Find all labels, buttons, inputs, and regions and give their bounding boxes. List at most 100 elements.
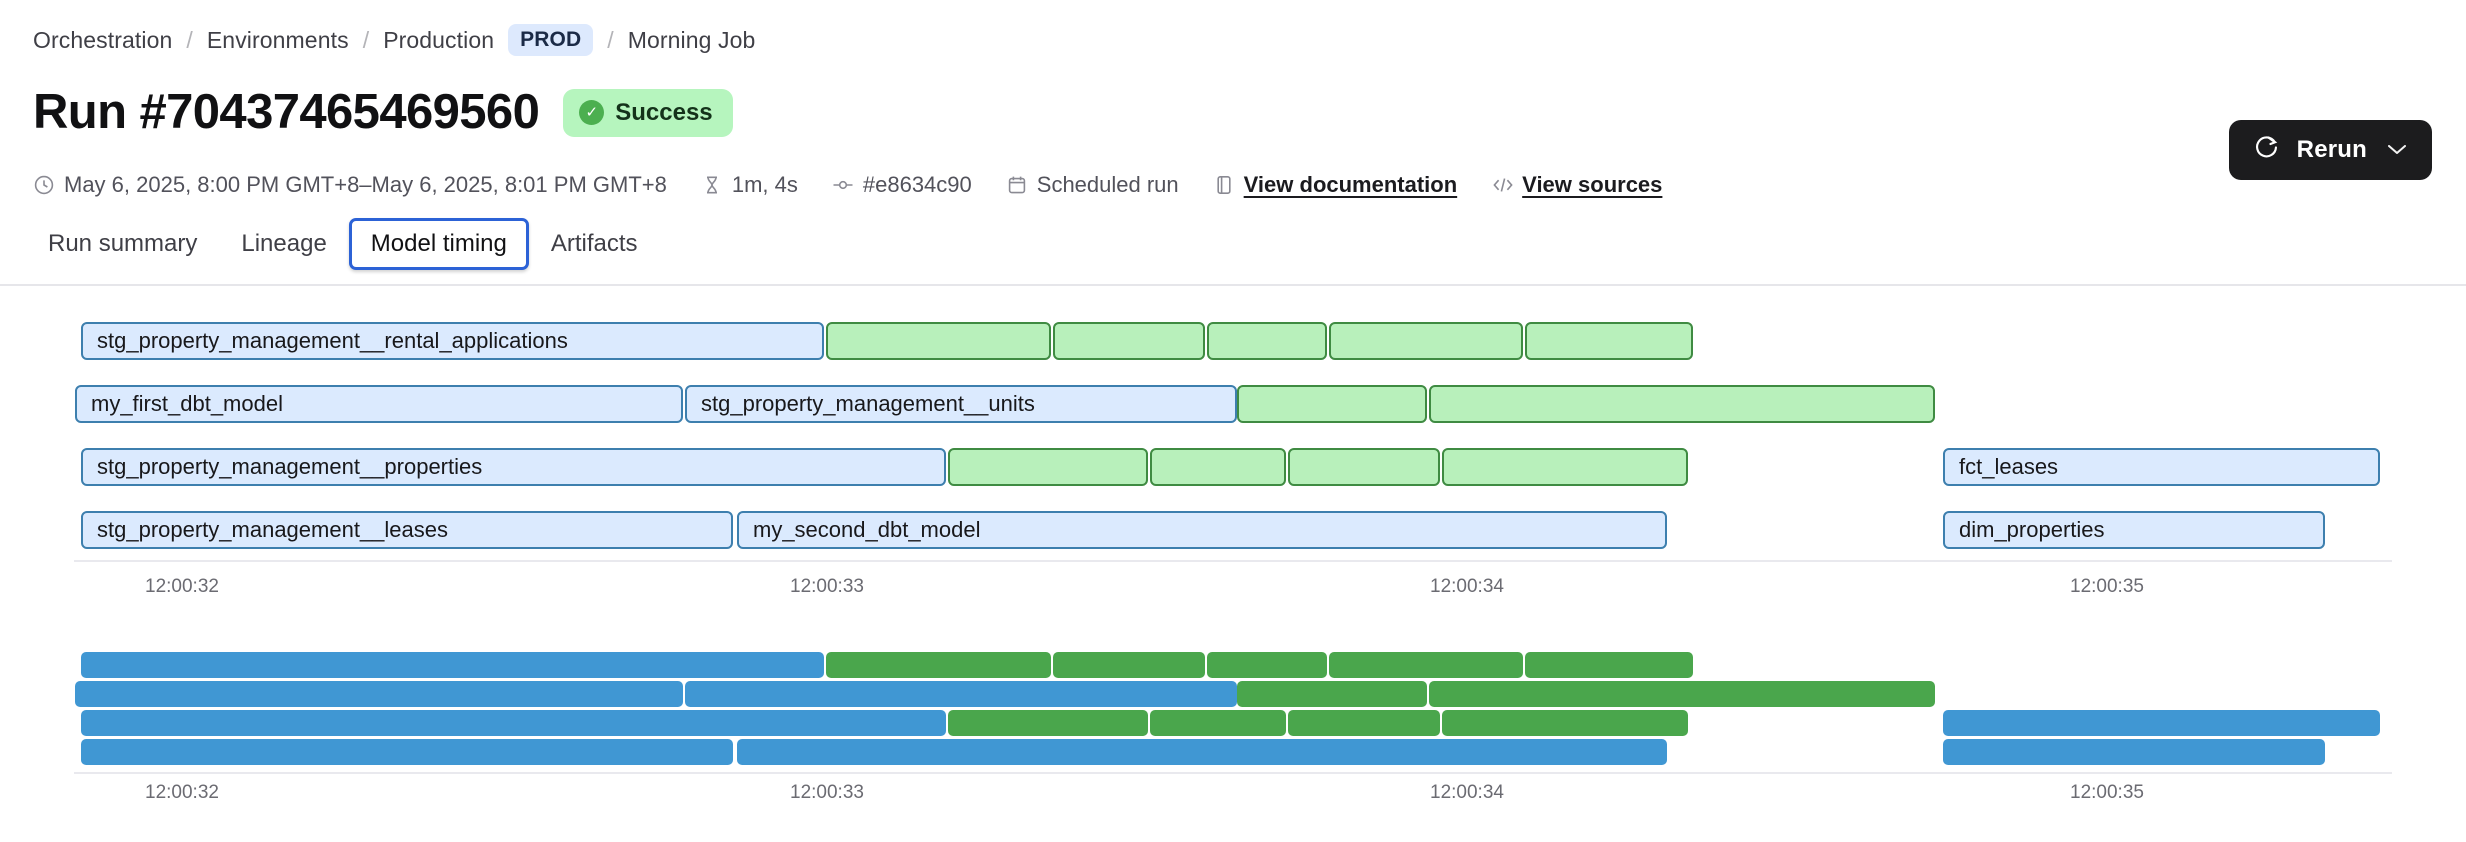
breadcrumb-separator: / [186,26,193,53]
gantt-bar-dim_properties[interactable]: dim_properties [1943,511,2325,549]
gantt-bar[interactable] [948,448,1148,486]
gantt-bar[interactable] [1429,385,1935,423]
gantt-row: stg_property_management__leases my_second… [0,511,2466,549]
gantt-bar-stg_property_management__leases[interactable]: stg_property_management__leases [81,511,733,549]
tab-artifacts[interactable]: Artifacts [550,230,638,257]
gantt-bar[interactable] [1150,710,1286,736]
code-icon [1491,174,1513,196]
gantt-bar[interactable] [1429,681,1935,707]
meta-sources-link[interactable]: View sources [1522,172,1663,197]
refresh-icon [2253,134,2280,166]
gantt-row: stg_property_management__properties fct_l… [0,448,2466,486]
gantt-bar[interactable] [1053,322,1205,360]
gantt-bar-stg_property_management__units[interactable]: stg_property_management__units [685,385,1237,423]
meta-duration-text: 1m, 4s [731,172,798,197]
gantt-bar[interactable] [1943,710,2380,736]
gantt-row: stg_property_management__rental_applicat… [0,322,2466,360]
gantt-bar[interactable] [685,681,1237,707]
gantt-bar[interactable] [1525,652,1693,678]
meta-duration: 1m, 4s [701,172,798,198]
gantt-axis-rule [74,560,2392,562]
meta-documentation-link[interactable]: View documentation [1243,172,1458,197]
gantt-bar-stg_property_management__properties[interactable]: stg_property_management__properties [81,448,946,486]
meta-commit-text: #e8634c90 [862,172,972,197]
gantt-bar[interactable] [1329,322,1523,360]
axis-tick-label: 12:00:32 [145,782,219,803]
gantt-bar-label: stg_property_management__properties [97,454,483,479]
gantt-bar[interactable] [737,739,1667,765]
page-title: Run #70437465469560 [33,85,540,139]
axis-tick-label: 12:00:35 [2070,782,2144,803]
rerun-button[interactable]: Rerun [2228,120,2432,180]
meta-timespan: May 6, 2025, 8:00 PM GMT+8–May 6, 2025, … [33,172,667,198]
chevron-down-icon[interactable] [2386,140,2408,161]
clock-icon [33,174,55,196]
gantt-bar-stg_property_management__rental_applications[interactable]: stg_property_management__rental_applicat… [81,322,824,360]
gantt-bar[interactable] [1150,448,1286,486]
gantt-bar[interactable] [1442,448,1688,486]
tab-run-summary[interactable]: Run summary [48,230,198,257]
gantt-bar[interactable] [1329,652,1523,678]
meta-trigger-text: Scheduled run [1036,172,1179,197]
gantt-bar[interactable] [1288,710,1440,736]
tab-bar-divider [0,284,2466,286]
gantt-bar-label: stg_property_management__leases [97,517,449,542]
status-badge: ✓ Success [563,88,733,137]
breadcrumb-item-orchestration[interactable]: Orchestration [33,26,173,53]
axis-tick-label: 12:00:34 [1430,576,1504,597]
gantt-bar-label: stg_property_management__units [701,391,1035,416]
gantt-bar-my_second_dbt_model[interactable]: my_second_dbt_model [737,511,1667,549]
gantt-row [0,652,2466,678]
axis-tick-label: 12:00:34 [1430,782,1504,803]
meta-documentation[interactable]: View documentation [1213,172,1458,198]
gantt-bar-label: fct_leases [1959,454,2059,479]
gantt-bar[interactable] [1207,652,1327,678]
breadcrumb-separator: / [607,26,614,53]
git-commit-icon [832,174,854,196]
gantt-bar[interactable] [81,739,733,765]
gantt-bar[interactable] [1288,448,1440,486]
gantt-bar[interactable] [826,652,1051,678]
title-row: Run #70437465469560 ✓ Success [33,88,733,137]
gantt-bar[interactable] [1207,322,1327,360]
gantt-bar[interactable] [1053,652,1205,678]
gantt-bar[interactable] [1237,681,1427,707]
book-icon [1213,174,1235,196]
hourglass-icon [701,174,723,196]
axis-tick-label: 12:00:33 [790,576,864,597]
gantt-bar-fct_leases[interactable]: fct_leases [1943,448,2380,486]
breadcrumb-item-morning-job[interactable]: Morning Job [627,26,756,53]
model-timing-gantt-compact: 12:00:32 12:00:33 12:00:34 12:00:35 [0,636,2466,803]
tab-model-timing[interactable]: Model timing [348,218,529,270]
breadcrumb-item-production[interactable]: Production [383,26,495,53]
gantt-bar-label: dim_properties [1959,517,2105,542]
gantt-bar[interactable] [1237,385,1427,423]
axis-tick-label: 12:00:32 [145,576,219,597]
gantt-bar[interactable] [1442,710,1688,736]
gantt-bar[interactable] [81,652,824,678]
status-badge-label: Success [615,98,713,126]
meta-sources[interactable]: View sources [1491,172,1662,198]
axis-tick-label: 12:00:33 [790,782,864,803]
gantt-bar[interactable] [948,710,1148,736]
tab-lineage[interactable]: Lineage [241,230,327,257]
gantt-row [0,739,2466,765]
gantt-bar-my_first_dbt_model[interactable]: my_first_dbt_model [75,385,683,423]
calendar-icon [1006,174,1028,196]
tab-bar: Run summary Lineage Model timing Artifac… [26,218,660,270]
gantt-bar[interactable] [1525,322,1693,360]
breadcrumb-badge-prod: PROD [508,24,594,56]
gantt-bar[interactable] [826,322,1051,360]
gantt-bar[interactable] [81,710,946,736]
breadcrumb-item-environments[interactable]: Environments [206,26,349,53]
meta-commit: #e8634c90 [832,172,972,198]
breadcrumb: Orchestration / Environments / Productio… [33,24,755,56]
gantt-bar-label: my_first_dbt_model [91,391,283,416]
gantt-row [0,681,2466,707]
gantt-bar[interactable] [1943,739,2325,765]
meta-trigger: Scheduled run [1006,172,1179,198]
check-circle-icon: ✓ [579,100,605,125]
gantt-bar[interactable] [75,681,683,707]
